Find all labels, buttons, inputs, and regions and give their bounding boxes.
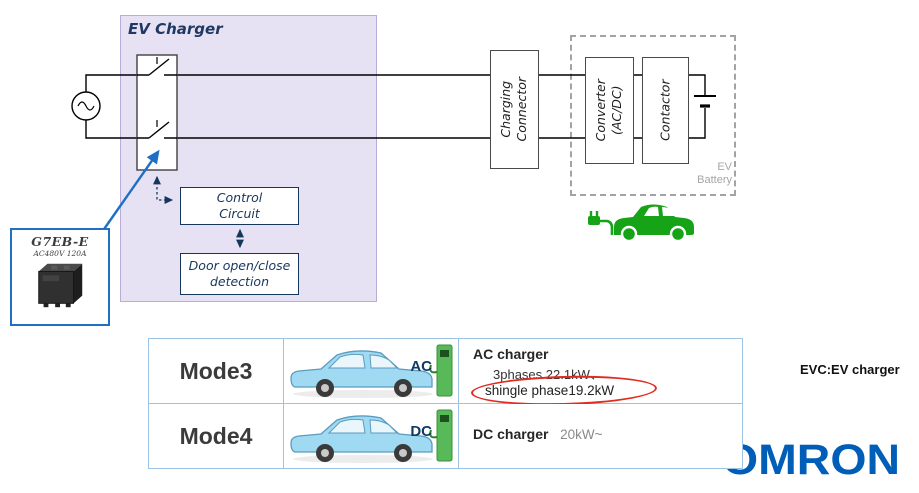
evc-abbreviation-note: EVC:EV charger [800, 362, 900, 377]
relay-spec: AC480V 120A [33, 249, 87, 258]
relay-product-image [38, 263, 83, 308]
relay-model: G7EB-E [31, 234, 89, 249]
mode4-car-cell: DC [284, 404, 459, 469]
car-illustration [290, 409, 453, 463]
door-detection-box: Door open/close detection [180, 253, 299, 295]
charging-station-icon [429, 409, 453, 462]
plug-type-label: DC [410, 423, 432, 440]
mode3-cell: Mode3 [149, 339, 284, 404]
dc-charger-detail: 20kW~ [560, 427, 603, 442]
dc-charger-title: DC charger [473, 426, 549, 442]
converter-box: Converter (AC/DC) [585, 57, 634, 164]
contactor-box: Contactor [642, 57, 689, 164]
ev-battery-label: EV Battery [697, 161, 732, 187]
ac-charger-detail-1: 3phases 22.1kW、 [493, 367, 603, 382]
ev-charger-region-title: EV Charger [128, 20, 223, 38]
mode4-cell: Mode4 [149, 404, 284, 469]
plug-icon [588, 211, 614, 235]
plug-type-label: AC [410, 358, 432, 375]
car-illustration [290, 344, 453, 398]
control-circuit-box: Control Circuit [180, 187, 299, 225]
charging-station-icon [429, 344, 453, 397]
ac-charger-title: AC charger [473, 346, 549, 362]
mode3-description-cell: AC charger 3phases 22.1kW、 shingle phase… [459, 339, 743, 408]
ac-charger-detail-2: shingle phase19.2kW [485, 383, 615, 398]
ev-car-icon [588, 204, 694, 243]
mode-table: Mode3 AC AC charger 3phases 22.1kW、 shin… [148, 338, 743, 469]
mode3-car-cell: AC [284, 339, 459, 404]
relay-callout-box: G7EB-E AC480V 120A [10, 228, 110, 326]
charging-connector-box: Charging Connector [490, 50, 539, 169]
mode4-description-cell: DC charger 20kW~ [459, 404, 743, 469]
ac-source-icon [71, 91, 101, 121]
omron-logo: OMRON [722, 436, 901, 484]
